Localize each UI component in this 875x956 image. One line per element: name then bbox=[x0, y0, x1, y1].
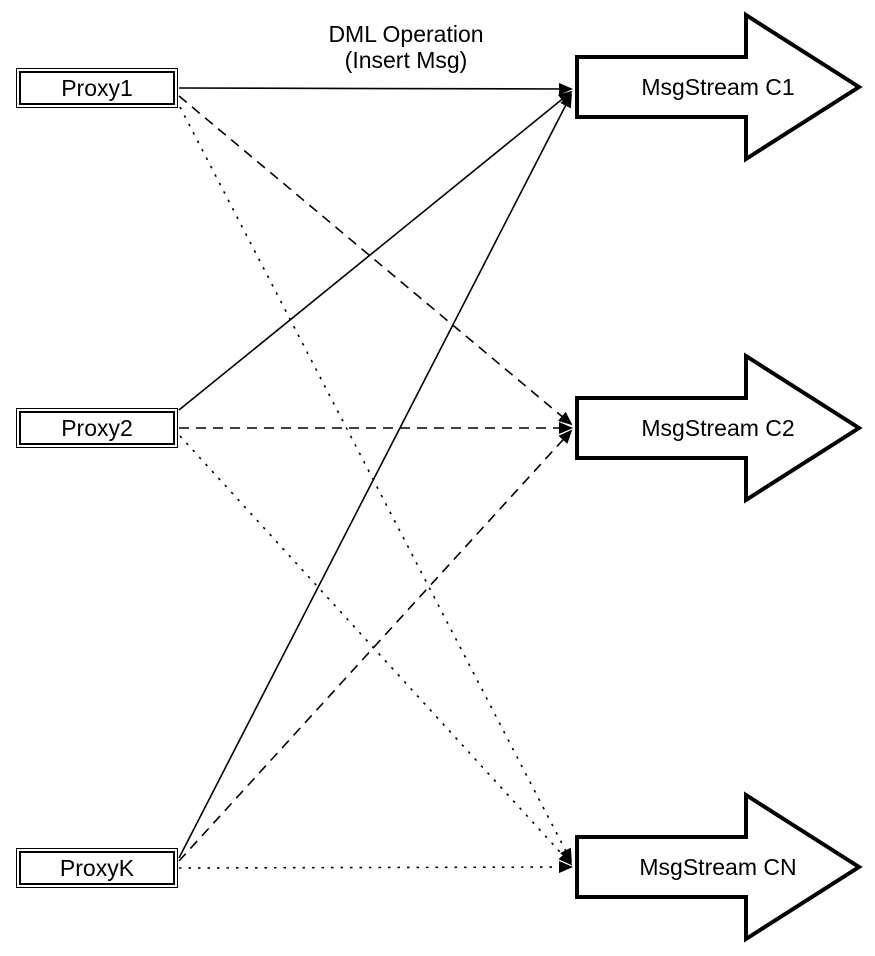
edge-proxy1-c2-dashed bbox=[178, 95, 573, 426]
edge-proxyk-c2-dashed bbox=[178, 429, 573, 862]
edge-proxyk-cn-dotted bbox=[178, 861, 573, 874]
proxy1-label: Proxy1 bbox=[61, 74, 133, 101]
msgstream-cn-label: MsgStream CN bbox=[577, 852, 859, 882]
diagram-title-line2: (Insert Msg) bbox=[344, 47, 468, 73]
edge-proxy2-cn-dotted bbox=[179, 435, 573, 866]
edge-proxy1-c1-solid bbox=[178, 82, 573, 95]
diagram-title-line1: DML Operation bbox=[328, 21, 484, 47]
msgstream-arrow-c1 bbox=[575, 11, 863, 163]
edge-proxy2-c1-solid bbox=[178, 90, 573, 411]
msgstream-cn-text: MsgStream CN bbox=[639, 853, 797, 880]
diagram-title: DML Operation (Insert Msg) bbox=[256, 21, 556, 73]
msgstream-c2-label: MsgStream C2 bbox=[577, 413, 859, 443]
msgstream-c2-text: MsgStream C2 bbox=[641, 414, 795, 441]
proxy2-node: Proxy2 bbox=[16, 408, 178, 448]
msgstream-c1-label: MsgStream C1 bbox=[577, 72, 859, 102]
msgstream-arrow-cn bbox=[575, 791, 863, 943]
edge-proxy1-cn-dotted bbox=[179, 106, 572, 863]
proxyk-label: ProxyK bbox=[59, 854, 135, 881]
edge-proxyk-c1-solid bbox=[178, 93, 572, 859]
proxy1-node: Proxy1 bbox=[16, 68, 178, 108]
proxy2-label: Proxy2 bbox=[61, 414, 133, 441]
proxyk-node: ProxyK bbox=[16, 848, 178, 888]
msgstream-arrow-c2 bbox=[575, 352, 863, 504]
msgstream-c1-text: MsgStream C1 bbox=[641, 73, 795, 100]
